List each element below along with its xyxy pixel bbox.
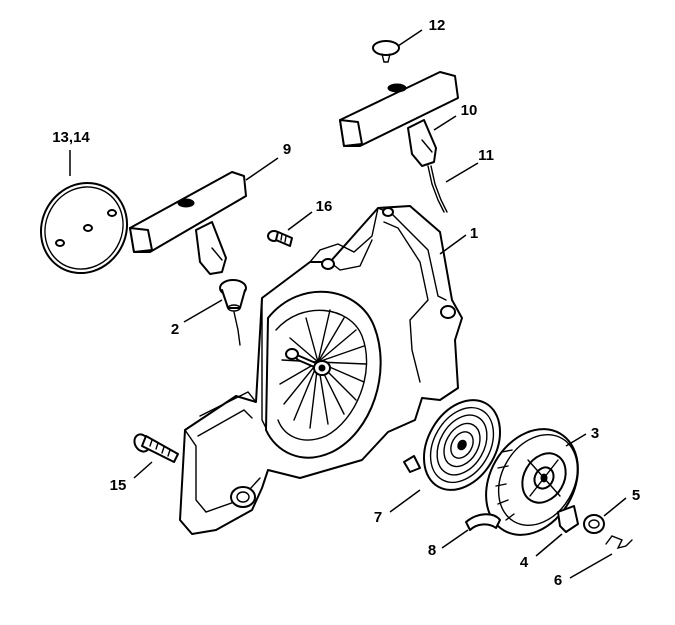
starter-grip-part xyxy=(339,71,459,167)
leader-line-16 xyxy=(287,211,313,231)
fan-housing-part xyxy=(179,205,463,535)
callout-3: 3 xyxy=(591,425,599,442)
leader-lines xyxy=(69,29,627,579)
screw-part xyxy=(133,433,179,463)
cover-plate-part xyxy=(39,181,129,275)
callout-labels: 1 2 3 4 5 6 7 8 9 10 11 12 13,14 15 16 xyxy=(52,17,640,589)
callout-9: 9 xyxy=(283,141,291,158)
rewind-spring-part xyxy=(403,399,501,491)
spring-clip-part xyxy=(605,535,633,550)
rope-part xyxy=(465,513,501,531)
washer-part xyxy=(583,514,605,534)
callout-4: 4 xyxy=(520,554,529,571)
callout-15: 15 xyxy=(110,477,127,494)
leader-line-4 xyxy=(535,533,563,557)
callout-8: 8 xyxy=(428,542,436,559)
leader-line-2 xyxy=(183,299,223,323)
callout-1: 1 xyxy=(470,225,478,242)
starter-grip-part xyxy=(129,171,247,275)
leader-line-3 xyxy=(565,433,587,447)
rope-rotor-part xyxy=(485,428,579,536)
grip-cap-part xyxy=(372,40,400,63)
leader-line-12 xyxy=(397,29,423,47)
leader-line-9 xyxy=(245,157,279,181)
leader-line-6 xyxy=(569,553,613,579)
callout-16: 16 xyxy=(316,198,333,215)
callout-13-14: 13,14 xyxy=(52,129,90,146)
callout-7: 7 xyxy=(374,509,382,526)
leader-line-11 xyxy=(445,162,479,183)
callout-11: 11 xyxy=(478,147,494,164)
leader-line-8 xyxy=(441,529,469,549)
leader-line-1 xyxy=(439,234,467,255)
leader-line-7 xyxy=(389,489,421,513)
callout-12: 12 xyxy=(429,17,446,34)
rope-guide-bushing-part xyxy=(219,279,247,346)
callout-2: 2 xyxy=(171,321,179,338)
pawl-part xyxy=(557,505,579,533)
leader-line-15 xyxy=(133,461,153,479)
callout-5: 5 xyxy=(632,487,640,504)
small-screw-part xyxy=(267,230,293,247)
leader-line-10 xyxy=(433,115,457,131)
callout-10: 10 xyxy=(461,102,478,119)
leader-line-5 xyxy=(603,497,627,517)
callout-6: 6 xyxy=(554,572,562,589)
starter-rope-part xyxy=(427,165,448,213)
